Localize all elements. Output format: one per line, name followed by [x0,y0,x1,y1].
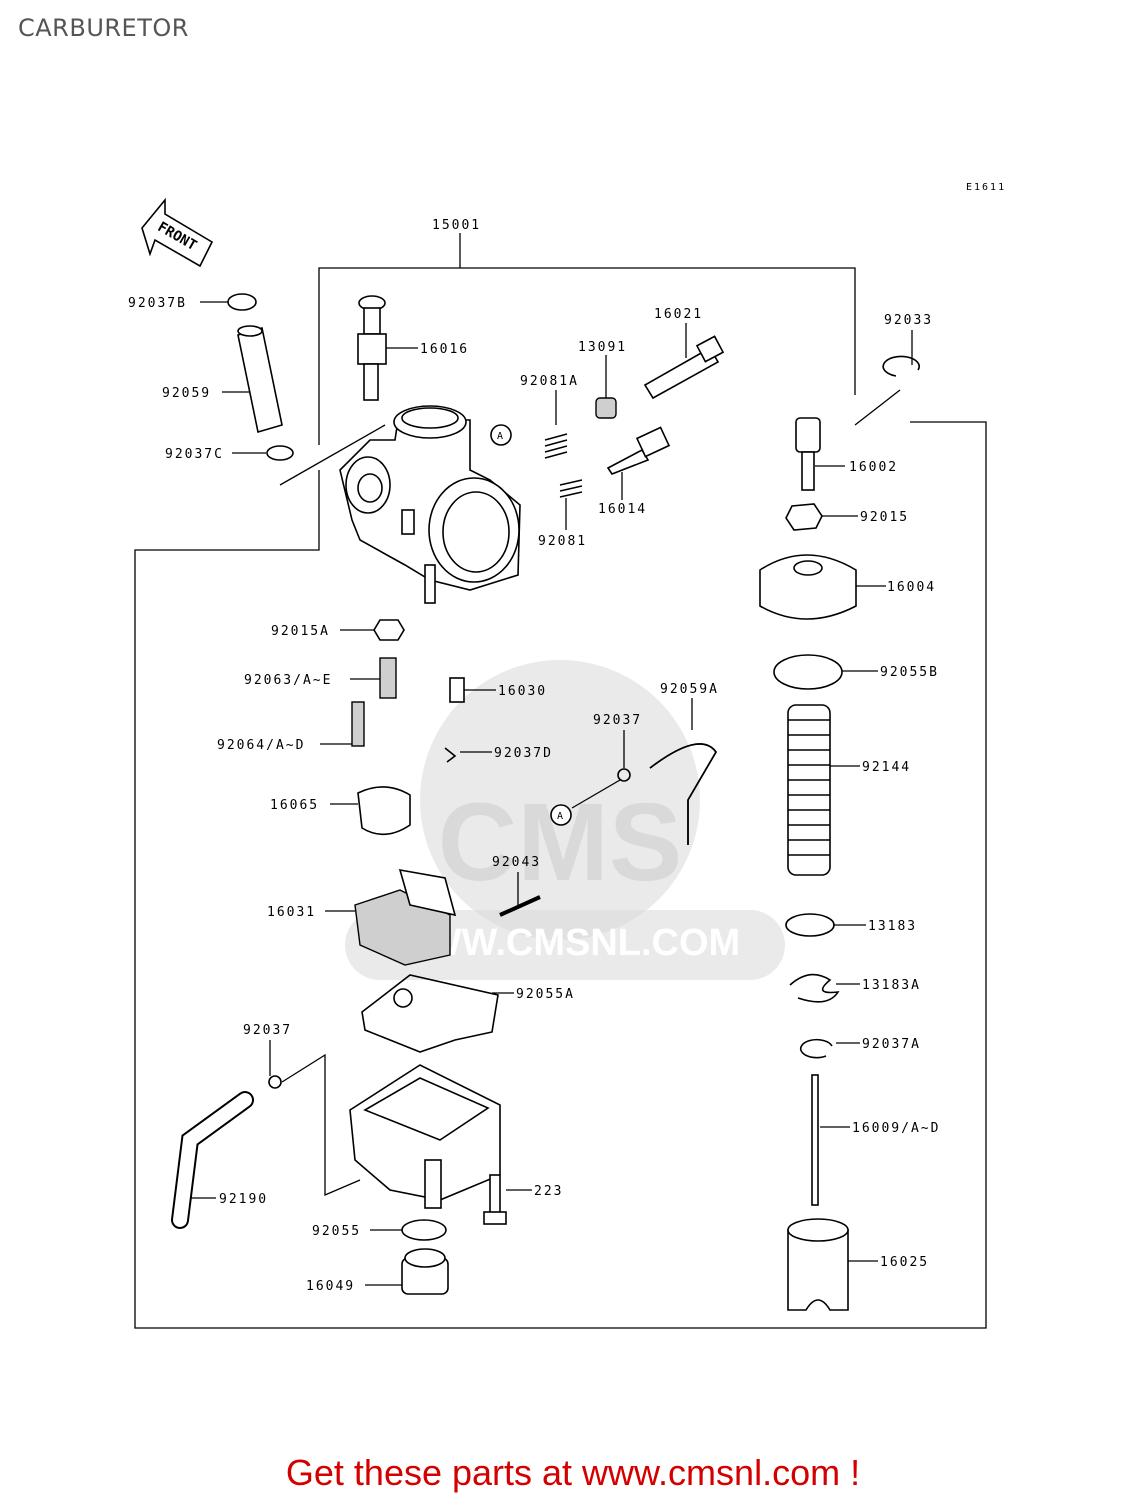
screw-16014 [606,426,671,475]
exploded-parts-diagram: CMS WWW.CMSNL.COM FRONT E1611 [128,182,1006,1329]
part-label-92043: 92043 [492,855,541,870]
part-label-92015a: 92015A [271,624,330,639]
part-label-92059: 92059 [162,386,211,401]
part-label-92055: 92055 [312,1224,361,1239]
part-label-16065: 16065 [270,798,319,813]
part-label-92037a: 92037A [862,1037,921,1052]
callout-a-2: A [550,804,572,826]
adjuster-16002 [795,417,821,491]
clamp-92037b [227,293,257,311]
part-label-92059a: 92059A [660,682,719,697]
part-label-13183a: 13183A [862,978,921,993]
hose-92190-inner [173,1093,252,1227]
gasket-92055a [361,974,499,1053]
needle-16009 [811,1074,819,1206]
part-label-16004: 16004 [887,580,936,595]
part-label-92081: 92081 [538,534,587,549]
part-label-223: 223 [534,1184,563,1199]
nut-13091 [595,397,617,419]
screw-16016 [357,295,387,401]
hose-92059a-inner [649,743,717,845]
o-ring-92055 [401,1219,447,1241]
part-label-92055b: 92055B [880,665,939,680]
watermark-logo-circle [420,660,700,940]
jet-16030 [449,677,465,703]
assembly-frame [134,233,987,1329]
part-label-92037b: 92037B [128,296,187,311]
clip-92037a [799,1038,833,1059]
washer-13183 [785,913,835,937]
watermark: CMS WWW.CMSNL.COM [345,660,785,980]
plug-16049 [401,1248,449,1295]
clamp-92037c [266,445,294,461]
diagram-code: E1611 [966,182,1006,193]
part-label-16031: 16031 [267,905,316,920]
clamp-92037-lower [268,1075,282,1089]
part-label-92055a: 92055A [516,987,575,1002]
part-label-92037-lower: 92037 [243,1023,292,1038]
carburetor-body [339,405,521,604]
spring-92144 [787,704,831,876]
jet-92063 [379,657,397,699]
page-title: CARBURETOR [18,14,189,42]
o-ring-92055b [773,654,843,690]
screw-16021 [643,335,725,400]
part-label-16025: 16025 [880,1255,929,1270]
clip-92037d [444,747,457,763]
part-label-13091: 13091 [578,340,627,355]
svg-text:A: A [557,811,565,822]
part-label-16009: 16009/A~D [852,1121,940,1136]
jet-92064 [351,701,365,747]
part-label-92037c: 92037C [165,447,224,462]
clip-92033 [882,355,920,377]
part-labels: 15001 92037B 16016 16021 92033 13091 920… [128,218,940,1294]
footer-link[interactable]: Get these parts at www.cmsnl.com ! [285,1452,861,1493]
leader-lines [190,301,913,1286]
part-label-92144: 92144 [862,760,911,775]
svg-text:A: A [497,431,505,442]
part-label-16021: 16021 [654,307,703,322]
part-label-92037d: 92037D [494,746,553,761]
part-label-16002: 16002 [849,460,898,475]
valve-16025 [787,1218,849,1311]
part-label-92063: 92063/A~E [244,673,332,688]
part-label-15001: 15001 [432,218,481,233]
watermark-url-band [345,910,785,980]
plate-13183a [789,973,840,1003]
part-label-16049: 16049 [306,1279,355,1294]
part-label-16014: 16014 [598,502,647,517]
screw-223 [483,1174,507,1225]
part-label-92081a: 92081A [520,374,579,389]
spring-92081a [544,433,568,459]
part-label-92190: 92190 [219,1192,268,1207]
nut-92015 [785,503,823,531]
part-label-16016: 16016 [420,342,469,357]
holder-16065 [357,786,411,836]
front-arrow-icon: FRONT [141,197,214,268]
nut-92015a [373,619,405,641]
float-16031 [354,868,457,966]
gasket-92055a-hole [393,988,413,1008]
part-label-13183: 13183 [868,919,917,934]
hose-92059 [237,325,283,434]
watermark-brand: CMS [438,781,682,904]
part-label-16030: 16030 [498,684,547,699]
part-label-92015: 92015 [860,510,909,525]
part-label-92037-upper: 92037 [593,713,642,728]
cap-16004 [759,554,857,620]
float-bowl [349,1064,501,1209]
callout-a-1: A [490,424,512,446]
part-label-92064: 92064/A~D [217,738,305,753]
pin-92043 [499,895,541,917]
spring-92081 [559,479,583,498]
clamp-92037-upper [617,768,631,782]
part-label-92033: 92033 [884,313,933,328]
